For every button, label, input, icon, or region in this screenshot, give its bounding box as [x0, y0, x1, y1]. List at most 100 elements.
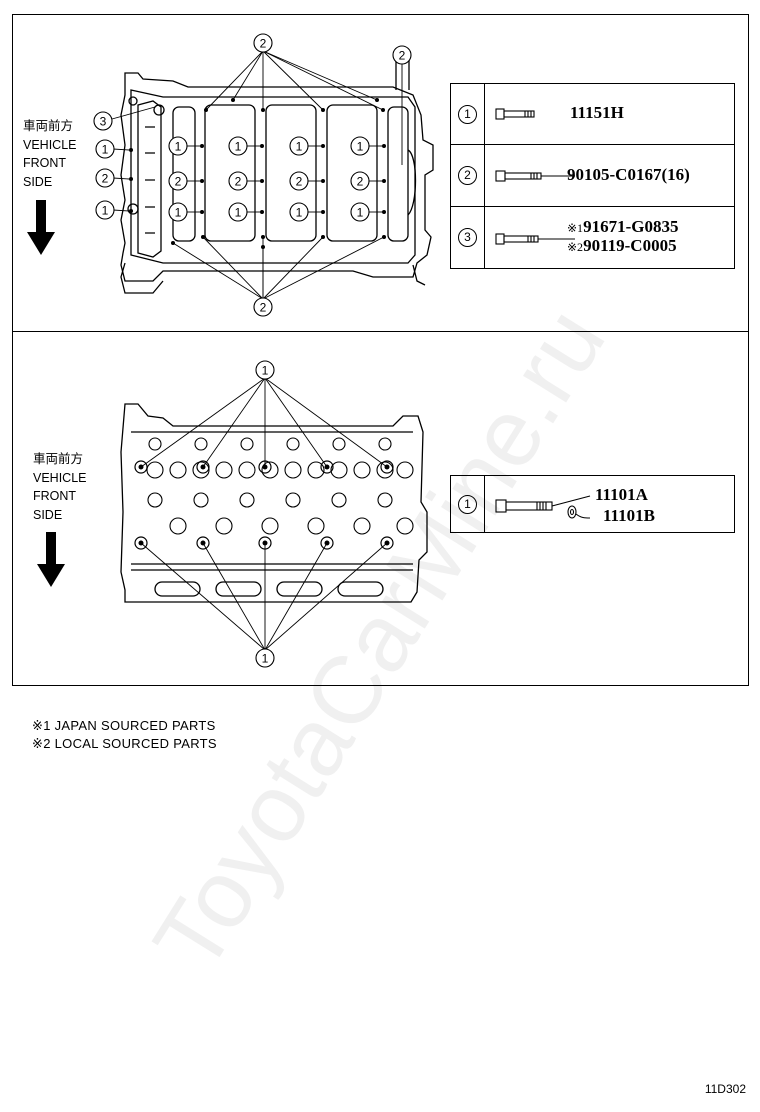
port-hole	[332, 437, 346, 451]
direction-line2: VEHICLE	[23, 137, 77, 152]
direction-line2: VEHICLE	[33, 470, 87, 485]
bolt-hole	[260, 144, 264, 148]
bolt-hole	[382, 179, 386, 183]
leader-line	[205, 50, 264, 111]
leader-line	[172, 242, 264, 300]
port-hole	[169, 461, 187, 479]
bolt-hole	[321, 210, 325, 214]
flange-bolt-icon	[495, 108, 535, 120]
legend-row: 3 ※191671-G0835 ※290119-C0005	[450, 206, 735, 269]
svg-text:2: 2	[102, 172, 109, 186]
port-hole	[330, 461, 348, 479]
callout-2: 2	[350, 171, 370, 191]
svg-text:1: 1	[175, 140, 182, 154]
part-number-90105-c0167: 90105-C0167(16)	[567, 165, 690, 184]
callout-number: 2	[458, 166, 477, 185]
bolt-hole	[260, 210, 264, 214]
bolt-hole	[382, 210, 386, 214]
port-hole	[376, 461, 394, 479]
head-bolt	[320, 536, 334, 550]
port-hole	[146, 461, 164, 479]
head-bolt	[196, 460, 210, 474]
callout-1: 1	[289, 202, 309, 222]
head-bolt	[134, 460, 148, 474]
direction-jp: 車両前方	[33, 452, 84, 466]
part-number-11151h: 11151H	[570, 103, 624, 122]
hex-bolt-icon	[495, 170, 575, 182]
svg-text:1: 1	[296, 140, 303, 154]
port-hole	[307, 517, 325, 535]
port-hole	[194, 437, 208, 451]
svg-text:2: 2	[260, 37, 267, 51]
note-local-sourced: ※2	[567, 240, 584, 254]
bolt-hole	[200, 179, 204, 183]
top-diagram-panel: 車両前方 VEHICLE FRONT SIDE	[12, 14, 749, 332]
direction-line4: SIDE	[33, 507, 63, 522]
leader-line	[202, 377, 266, 468]
legend-row: 1 11151H	[450, 83, 735, 145]
vehicle-front-side-label: 車両前方 VEHICLE FRONT SIDE	[23, 117, 77, 191]
leader-line	[264, 377, 388, 468]
svg-text:2: 2	[399, 49, 406, 63]
leader-line	[262, 236, 385, 300]
svg-text:2: 2	[357, 175, 364, 189]
port-hole	[238, 461, 256, 479]
head-bolt	[134, 536, 148, 550]
direction-line3: FRONT	[23, 156, 67, 170]
head-bolt-with-washer-icon	[495, 495, 591, 519]
svg-text:2: 2	[296, 175, 303, 189]
bolt-hole	[260, 179, 264, 183]
callout-number: 1	[458, 104, 477, 124]
callout-1: 1	[255, 648, 275, 668]
port-hole	[261, 517, 279, 535]
bolt-hole	[321, 179, 325, 183]
port-hole	[285, 492, 301, 508]
port-hole	[147, 492, 163, 508]
port-hole	[240, 437, 254, 451]
bolt-hole	[200, 210, 204, 214]
callout-2: 2	[289, 171, 309, 191]
callout-2: 2	[253, 33, 273, 53]
callout-2: 2	[253, 297, 273, 317]
bottom-diagram-panel: 車両前方 VEHICLE FRONT SIDE 1 1 1	[12, 331, 749, 686]
callout-1: 1	[289, 136, 309, 156]
direction-jp: 車両前方	[23, 119, 74, 133]
svg-text:2: 2	[235, 175, 242, 189]
port-hole	[215, 517, 233, 535]
svg-text:1: 1	[102, 204, 109, 218]
bolt-hole	[129, 148, 133, 152]
callout-1: 1	[350, 136, 370, 156]
callout-1: 1	[255, 360, 275, 380]
callout-1: 1	[168, 136, 188, 156]
top-parts-legend: 1 11151H 2 90105-C0167(16) 3	[450, 83, 735, 269]
callout-1: 1	[228, 136, 248, 156]
port-hole	[286, 437, 300, 451]
leader-line	[264, 377, 328, 468]
port-hole	[239, 492, 255, 508]
callout-1: 1	[168, 202, 188, 222]
leader-line	[111, 106, 156, 120]
head-bolt	[320, 460, 334, 474]
direction-line3: FRONT	[33, 489, 77, 503]
leader-line	[112, 148, 130, 151]
head-bolt	[196, 536, 210, 550]
leader-line	[262, 236, 324, 300]
stud-bolt-icon	[495, 233, 575, 245]
svg-text:1: 1	[357, 206, 364, 220]
port-hole	[377, 492, 393, 508]
port-hole	[192, 461, 210, 479]
callout-number: 1	[458, 494, 477, 514]
callout-1: 1	[228, 202, 248, 222]
callout-1: 1	[95, 139, 115, 159]
callout-2: 2	[168, 171, 188, 191]
footnote-japan-sourced: ※1 JAPAN SOURCED PARTS	[32, 718, 216, 733]
bottom-parts-legend: 1 11101A 11101B	[450, 475, 735, 533]
port-hole	[193, 492, 209, 508]
port-hole	[215, 461, 233, 479]
leader-line	[202, 542, 266, 651]
leader-line	[264, 542, 328, 651]
callout-1: 1	[350, 202, 370, 222]
callout-number: 3	[458, 228, 477, 247]
callout-3: 3	[93, 111, 113, 131]
head-bolt	[380, 460, 394, 474]
